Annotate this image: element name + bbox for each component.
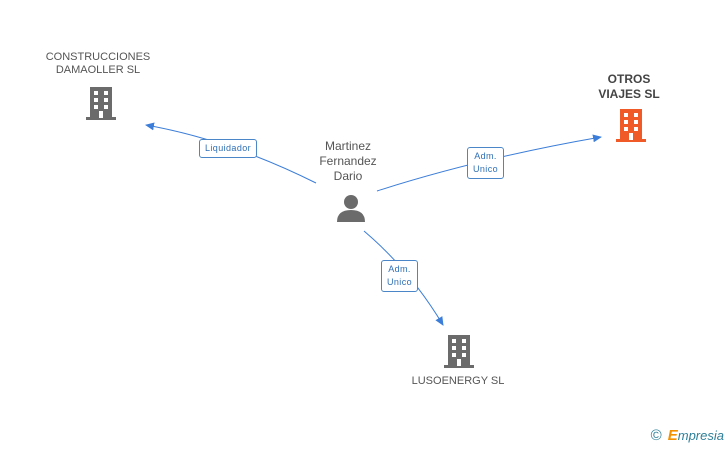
person-icon[interactable] [336, 193, 366, 223]
building-icon[interactable] [86, 86, 116, 120]
edge-label-adm-unico[interactable]: Adm. Unico [467, 147, 505, 179]
edge-label-liquidador[interactable]: Liquidador [199, 139, 258, 158]
edge-label-adm-unico[interactable]: Adm. Unico [381, 260, 419, 292]
node-label-lusoenergy: LUSOENERGY SL [411, 375, 505, 387]
brand-footer: © Empresia [651, 427, 724, 444]
building-icon[interactable] [444, 334, 474, 368]
node-label-otros-viajes: OTROS VIAJES SL [598, 72, 660, 101]
node-label-construcciones: CONSTRUCCIONES DAMAOLLER SL [45, 51, 151, 76]
brand-name: mpresia [677, 428, 724, 443]
building-icon[interactable] [616, 108, 646, 142]
copyright-icon: © [650, 427, 662, 444]
node-label-person: Martinez Fernandez Dario [319, 139, 377, 183]
brand-initial: E [667, 427, 678, 444]
